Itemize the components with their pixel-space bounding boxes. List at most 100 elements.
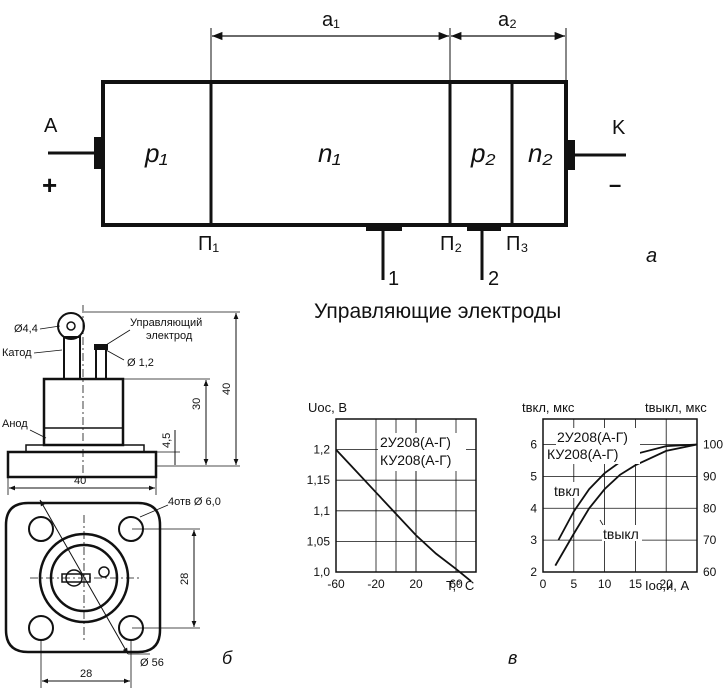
chart-2-ytick-left: 2 xyxy=(530,565,537,579)
dia-pin-label: Ø 1,2 xyxy=(127,357,154,369)
leader-line xyxy=(105,349,125,361)
anode-text: Анод xyxy=(2,418,28,430)
chart-2-ton-label-bg xyxy=(553,482,581,498)
semiconductor-body xyxy=(101,80,568,227)
cathode-label: K xyxy=(612,117,626,139)
dim-40-v-label: 40 xyxy=(221,383,233,395)
chart-1-ticks: -60 -20 20 60 1,0 1,05 1,1 1,15 1,2 xyxy=(307,443,463,591)
junction-1-label: П₁ xyxy=(198,233,219,255)
dia-56-label: Ø 56 xyxy=(140,657,164,669)
chart-2-ytick-left: 3 xyxy=(530,533,537,547)
leader-line xyxy=(29,429,47,439)
chart-2-ylabel-right: tвыкл, мкс xyxy=(645,400,707,415)
cathode-lead-body xyxy=(63,336,81,380)
region-n2: n₂ xyxy=(528,138,552,168)
chart-2-ytick-right: 70 xyxy=(703,533,717,547)
chart-1-ylabel: Uос, В xyxy=(308,400,347,415)
dim-28-v-label: 28 xyxy=(179,573,191,585)
chart-2-ytick-right: 80 xyxy=(703,501,717,515)
dim-a2-label: a₂ xyxy=(498,9,517,31)
gate-1-contact xyxy=(366,225,402,231)
chart-1-xtick: 20 xyxy=(409,577,423,591)
chart-2-ytick-right: 100 xyxy=(703,438,723,452)
package-body xyxy=(42,377,125,447)
chart-1-series-label-1: 2У208(А-Г) xyxy=(380,434,451,450)
control-text-1: Управляющий xyxy=(130,317,202,329)
dim-40-h-label: 40 xyxy=(74,475,86,487)
dim-4-5-label: 4,5 xyxy=(161,433,173,448)
anode-polarity: + xyxy=(42,170,57,200)
anode-flange xyxy=(6,450,158,479)
terminal-gate xyxy=(98,566,110,578)
voltage-temperature-chart: -60 -20 20 60 1,0 1,05 1,1 1,15 1,2 2У208(А-Г) К… xyxy=(307,400,477,593)
leader-line xyxy=(33,349,63,354)
gate-pin xyxy=(95,345,107,380)
chart-1-series-line xyxy=(335,448,472,582)
mount-hole xyxy=(28,615,54,641)
structure-panel: a₁ a₂ p₁ n₁ p₂ n₂ A + K – 1 2 П₁ П₂ П₃ У… xyxy=(42,9,657,323)
chart-2-xlabel: Iос,и, А xyxy=(645,578,689,593)
chart-2-xtick: 0 xyxy=(540,577,547,591)
chart-1-series-label-2: КУ208(А-Г) xyxy=(380,452,451,468)
chart-2-series-label-1: 2У208(А-Г) xyxy=(557,429,628,445)
chart-2-ton-label: tвкл xyxy=(554,483,580,499)
chart-1-xtick: -60 xyxy=(327,577,345,591)
panel-a-label: а xyxy=(646,245,657,267)
gates-caption: Управляющие электроды xyxy=(314,300,561,323)
chart-2-xtick: 15 xyxy=(629,577,643,591)
package-panel: Ø4,4 Катод Управляющий электрод Ø 1,2 Ан… xyxy=(2,305,240,688)
chart-1-xlabel: Т,° С xyxy=(446,578,474,593)
panel-b-label: б xyxy=(222,648,233,668)
chart-2-ytick-left: 4 xyxy=(530,501,537,515)
cathode-polarity: – xyxy=(609,172,621,197)
chart-1-ytick: 1,1 xyxy=(313,504,330,518)
holes-label: 4отв Ø 6,0 xyxy=(168,496,221,508)
panel-v-label: в xyxy=(508,648,517,668)
chart-1-xtick: 60 xyxy=(449,577,463,591)
flange-seat xyxy=(25,444,145,453)
mount-hole xyxy=(28,516,54,542)
region-p2: p₂ xyxy=(470,138,495,168)
cathode-contact xyxy=(568,140,575,170)
dim-30-label: 30 xyxy=(191,398,203,410)
chart-1-ytick: 1,2 xyxy=(313,443,330,457)
gate-2-label: 2 xyxy=(488,268,499,290)
flange-top-view xyxy=(4,501,162,654)
leader-line xyxy=(39,325,61,330)
chart-2-legend-bg xyxy=(556,428,640,464)
gate-2-contact xyxy=(467,225,501,231)
cathode-ring xyxy=(57,312,85,340)
gate-1-label: 1 xyxy=(388,268,399,290)
chart-2-ylabel-left: tвкл, мкс xyxy=(522,400,575,415)
chart-2-ytick-left: 6 xyxy=(530,438,537,452)
cathode-text: Катод xyxy=(2,347,32,359)
dia-56-line xyxy=(39,499,129,655)
leader-line xyxy=(139,504,169,518)
dim-28-h-label: 28 xyxy=(80,668,92,680)
chart-2-toff-label-bg xyxy=(602,525,642,541)
control-text-2: электрод xyxy=(146,330,193,342)
chart-2-xtick: 5 xyxy=(570,577,577,591)
chart-1-ytick: 1,0 xyxy=(313,565,330,579)
gate-pin-tip xyxy=(94,344,108,350)
chart-1-legend-bg xyxy=(378,433,466,471)
leader-line xyxy=(105,329,131,346)
chart-2-xtick: 20 xyxy=(660,577,674,591)
region-n1: n₁ xyxy=(318,138,341,168)
chart-1-ytick: 1,15 xyxy=(307,473,331,487)
chart-2-series-label-2: КУ208(А-Г) xyxy=(547,446,618,462)
chart-2-ytick-right: 90 xyxy=(703,469,717,483)
chart-2-toff-label: tвыкл xyxy=(603,526,639,542)
chart-1-ytick: 1,05 xyxy=(307,534,331,548)
anode-label: A xyxy=(44,115,58,137)
region-p1: p₁ xyxy=(144,138,168,168)
cathode-hole xyxy=(66,321,76,331)
junction-3-label: П₃ xyxy=(506,233,529,255)
chart-2-ton-line xyxy=(557,443,698,541)
dim-a1-label: a₁ xyxy=(322,9,340,31)
chart-2-ytick-right: 60 xyxy=(703,565,717,579)
chart-1-xtick: -20 xyxy=(367,577,385,591)
